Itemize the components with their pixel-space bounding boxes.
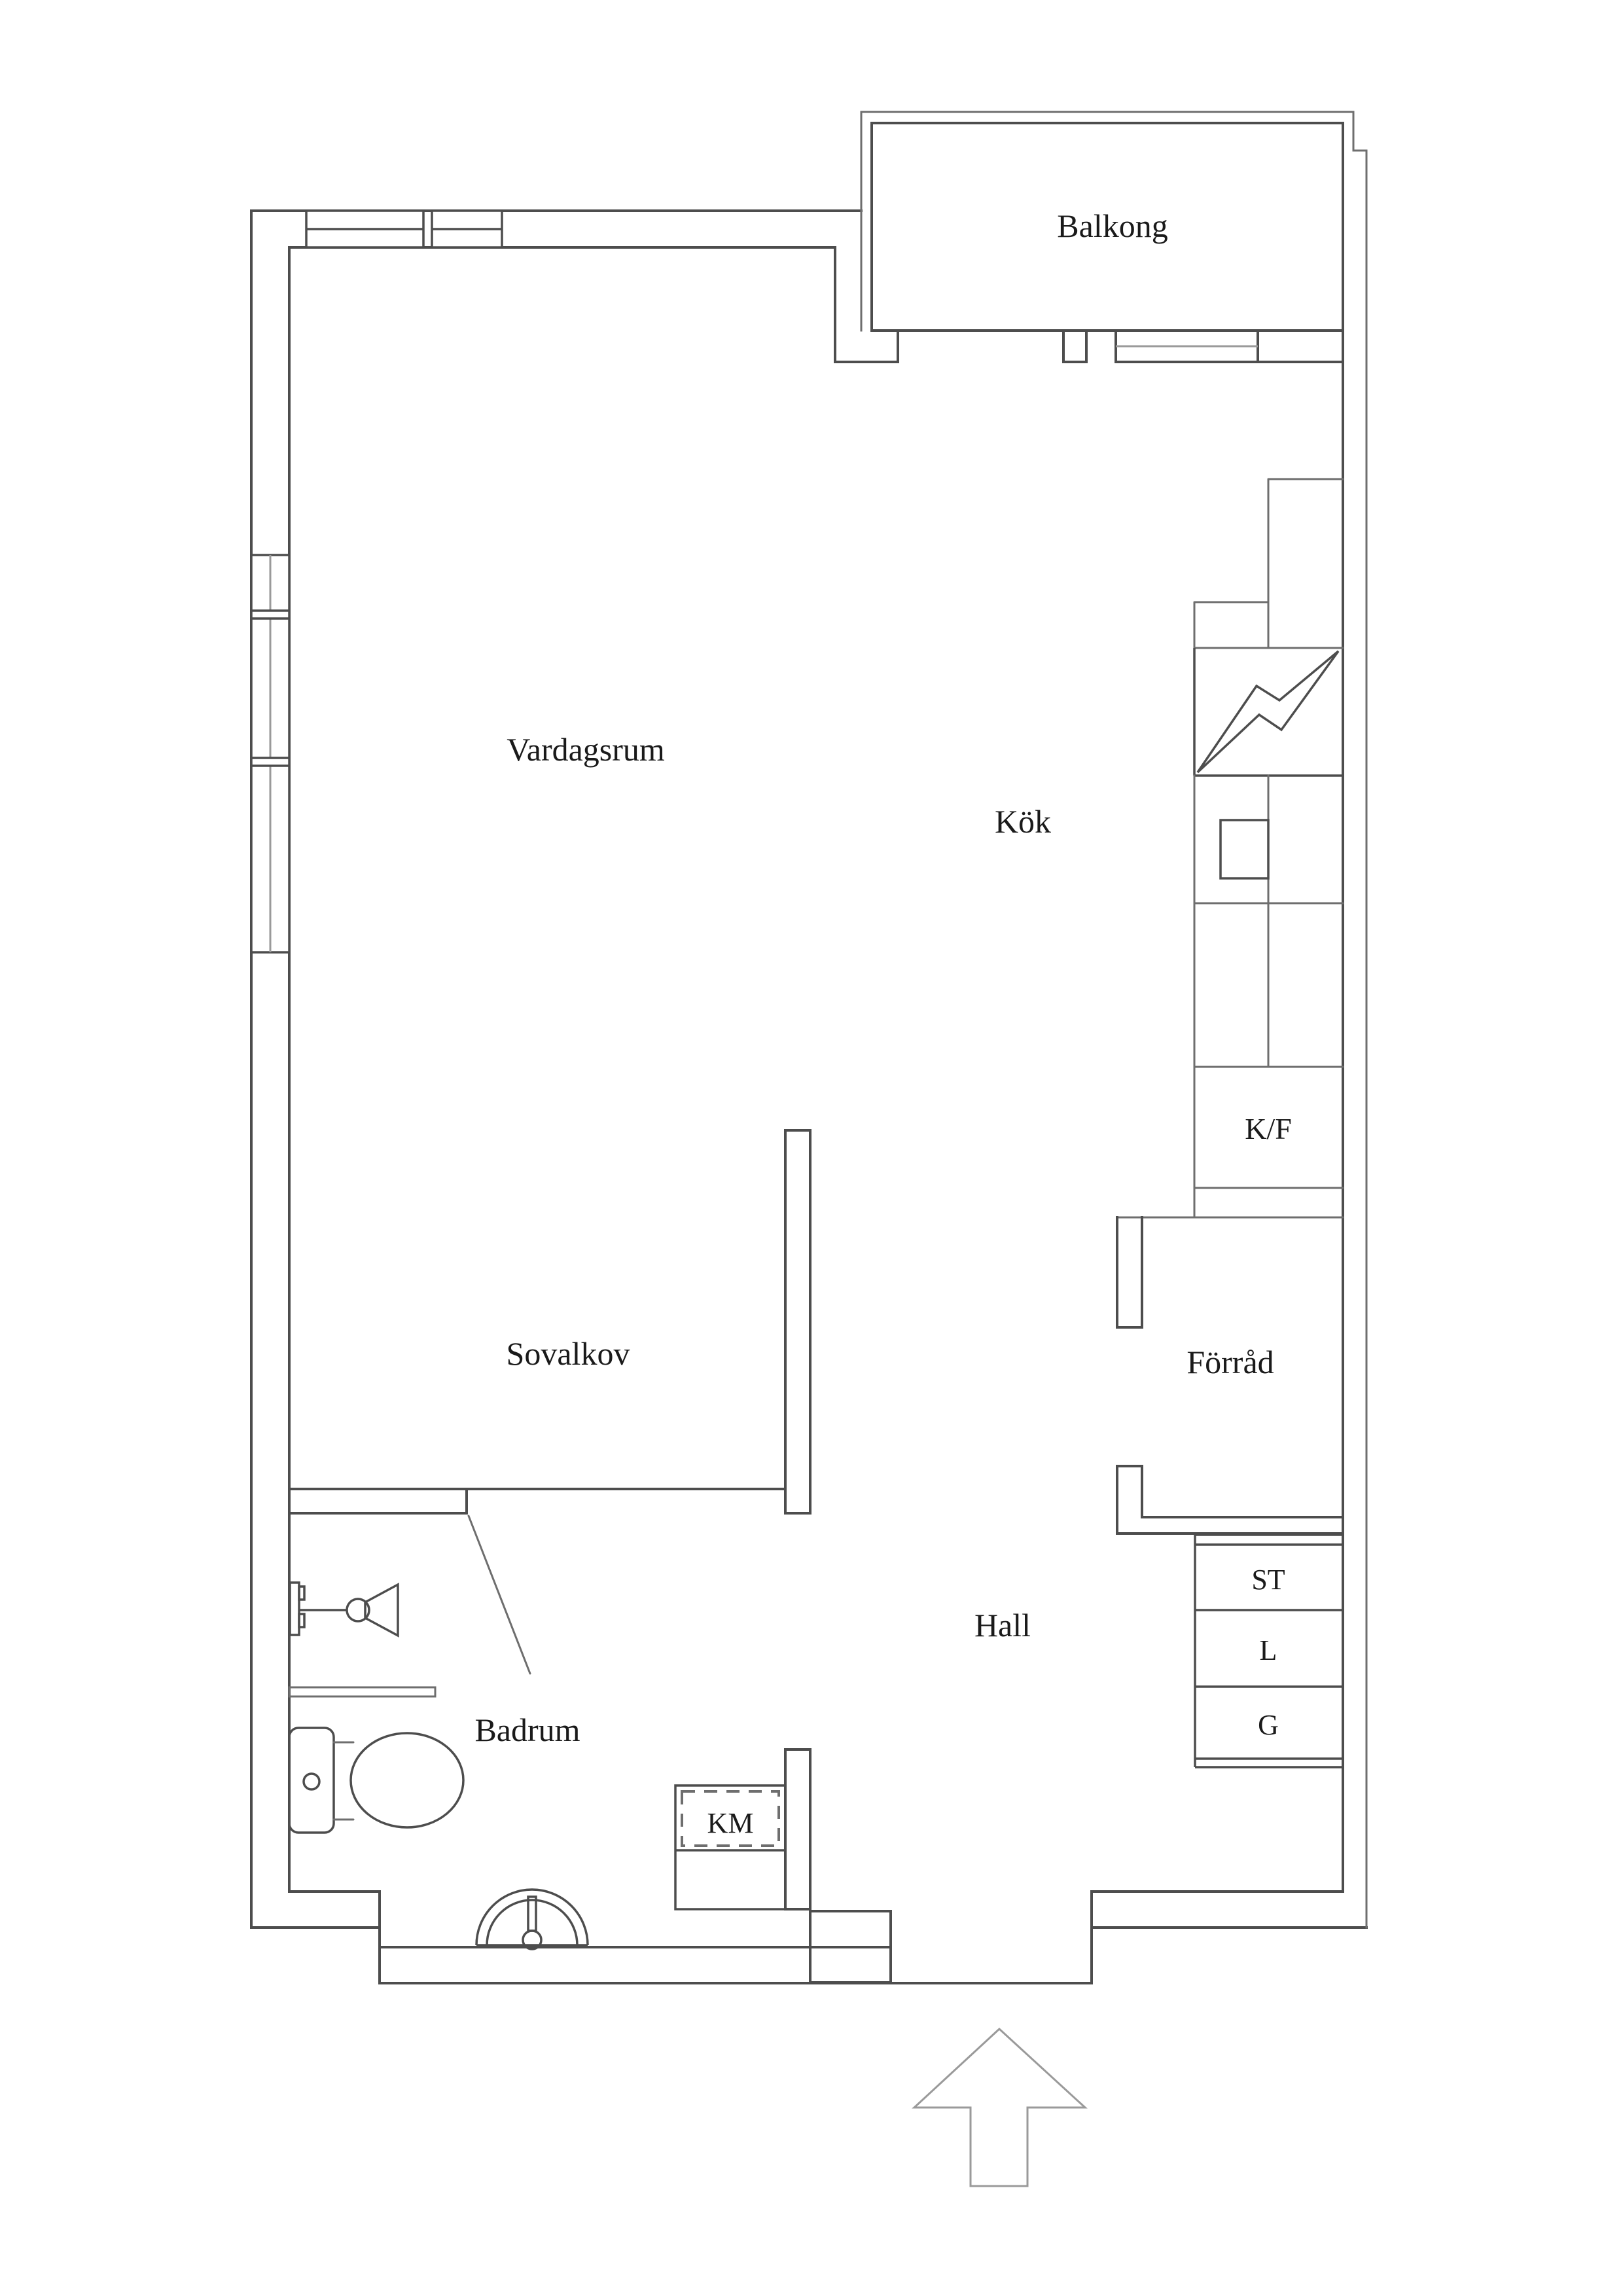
room-label-km: KM (707, 1807, 754, 1839)
bathroom-shelf (288, 1686, 437, 1698)
kitchen-fixtures (1116, 478, 1344, 1219)
room-label-balkong: Balkong (1057, 207, 1168, 244)
washing-machine-icon (674, 1784, 787, 1910)
stove-power-icon (1193, 648, 1343, 777)
room-label-vardagsrum: Vardagsrum (507, 731, 665, 768)
fridge-freezer-box (1116, 1066, 1344, 1219)
bathroom-fixtures (288, 1581, 787, 1950)
room-label-kf: K/F (1245, 1112, 1292, 1145)
balcony-structure (860, 111, 1368, 1929)
forrad-walls (1116, 1216, 1344, 1535)
partition-walls (288, 1129, 812, 1910)
exterior-walls (250, 209, 1368, 1984)
room-label-badrum: Badrum (474, 1712, 580, 1748)
room-label-sovalkov: Sovalkov (507, 1335, 630, 1372)
room-label-forrad: Förråd (1186, 1344, 1274, 1380)
top-wall-windows (305, 209, 503, 249)
room-label-l: L (1260, 1634, 1277, 1666)
shower-tap-icon (289, 1581, 399, 1638)
kitchen-sink (1219, 819, 1270, 880)
room-label-kok: Kök (995, 803, 1051, 840)
room-label-st: ST (1251, 1564, 1285, 1596)
entrance-arrow-icon (912, 2027, 1088, 2187)
bathroom-door-leaf (467, 1515, 531, 1675)
hall-closets (1194, 1534, 1343, 1768)
toilet-icon (288, 1727, 465, 1834)
left-wall-windows (250, 554, 291, 954)
washbasin-icon (475, 1888, 589, 1950)
balcony-door-and-window (1062, 329, 1344, 363)
room-label-hall: Hall (974, 1607, 1031, 1643)
room-label-g: G (1258, 1709, 1279, 1741)
